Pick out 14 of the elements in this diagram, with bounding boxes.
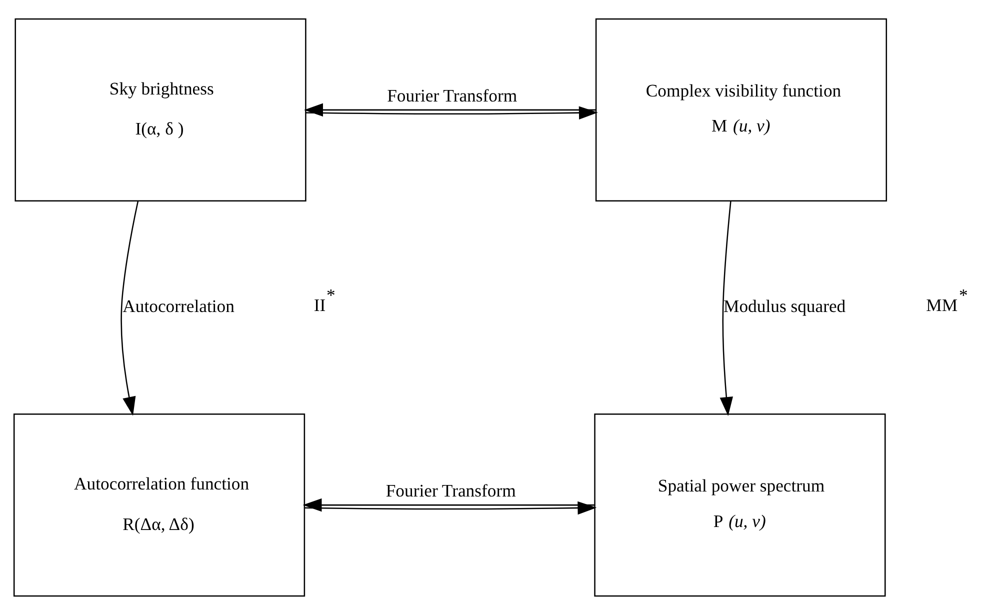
edge-label: Modulus squared — [723, 296, 846, 316]
arrow — [306, 106, 598, 119]
arrow — [304, 500, 596, 514]
edge-label: Autocorrelation — [122, 296, 234, 316]
arrow — [120, 200, 138, 416]
node-box: Spatial power spectrum P (u, v) — [594, 413, 886, 596]
edge-label: Fourier Transform — [386, 84, 517, 105]
arrow — [719, 200, 732, 416]
arrow — [304, 102, 596, 116]
node-box: Sky brightness I(α, δ ) — [14, 18, 306, 201]
edge-label: Fourier Transform — [385, 480, 516, 500]
node-box: Complex visibility function M (u, v) — [594, 18, 887, 201]
node-box: Autocorrelation function R(Δα, Δδ) — [12, 413, 305, 596]
arrow — [302, 498, 594, 512]
